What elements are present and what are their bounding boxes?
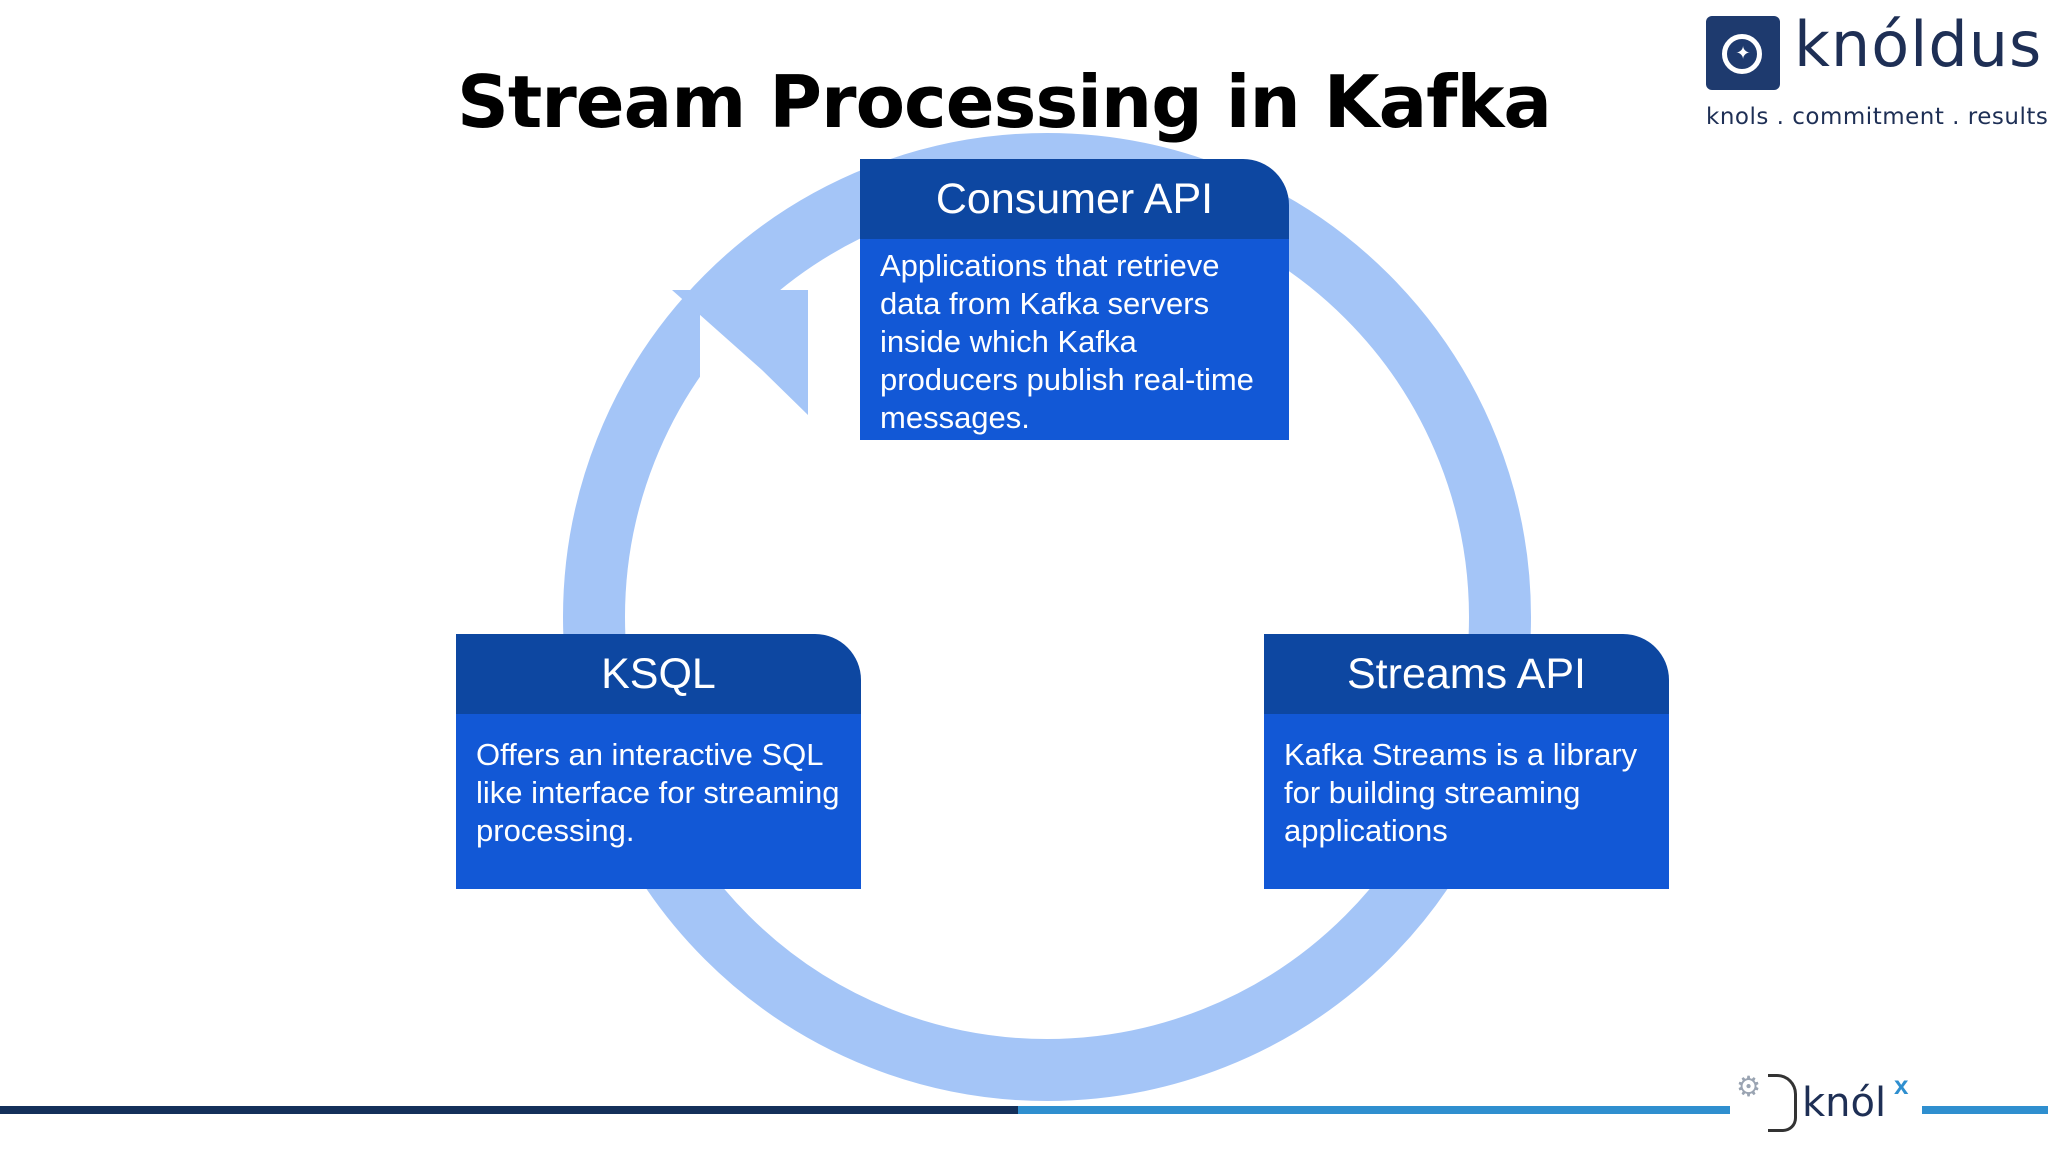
gear-icon: ⚙: [1736, 1071, 1762, 1102]
card-streams-api: Streams API Kafka Streams is a library f…: [1264, 634, 1669, 889]
knolx-logo: ⚙ knól x: [1730, 1060, 1922, 1152]
knoldus-logo-icon: ✦: [1706, 16, 1780, 90]
knoldus-logo: ✦ knóldus knols . commitment . results: [1706, 8, 2048, 130]
card-title: Streams API: [1264, 634, 1669, 714]
card-body: Offers an interactive SQL like interface…: [456, 714, 861, 889]
logo-brand: knóldus: [1794, 8, 2043, 81]
card-title: KSQL: [456, 634, 861, 714]
arrow-head: [672, 290, 808, 415]
card-title: Consumer API: [860, 159, 1289, 239]
footer-line-light: [1018, 1106, 2048, 1114]
card-body: Kafka Streams is a library for building …: [1264, 714, 1669, 889]
logo-tagline: knols . commitment . results: [1706, 104, 2048, 130]
page-title: Stream Processing in Kafka: [457, 60, 1552, 144]
footer-brand: knól: [1802, 1080, 1887, 1126]
card-consumer-api: Consumer API Applications that retrieve …: [860, 159, 1289, 440]
head-profile-icon: [1768, 1074, 1797, 1132]
footer-line-dark: [0, 1106, 1018, 1114]
card-ksql: KSQL Offers an interactive SQL like inte…: [456, 634, 861, 889]
footer-superscript: x: [1894, 1070, 1909, 1100]
card-body: Applications that retrieve data from Kaf…: [860, 239, 1289, 440]
